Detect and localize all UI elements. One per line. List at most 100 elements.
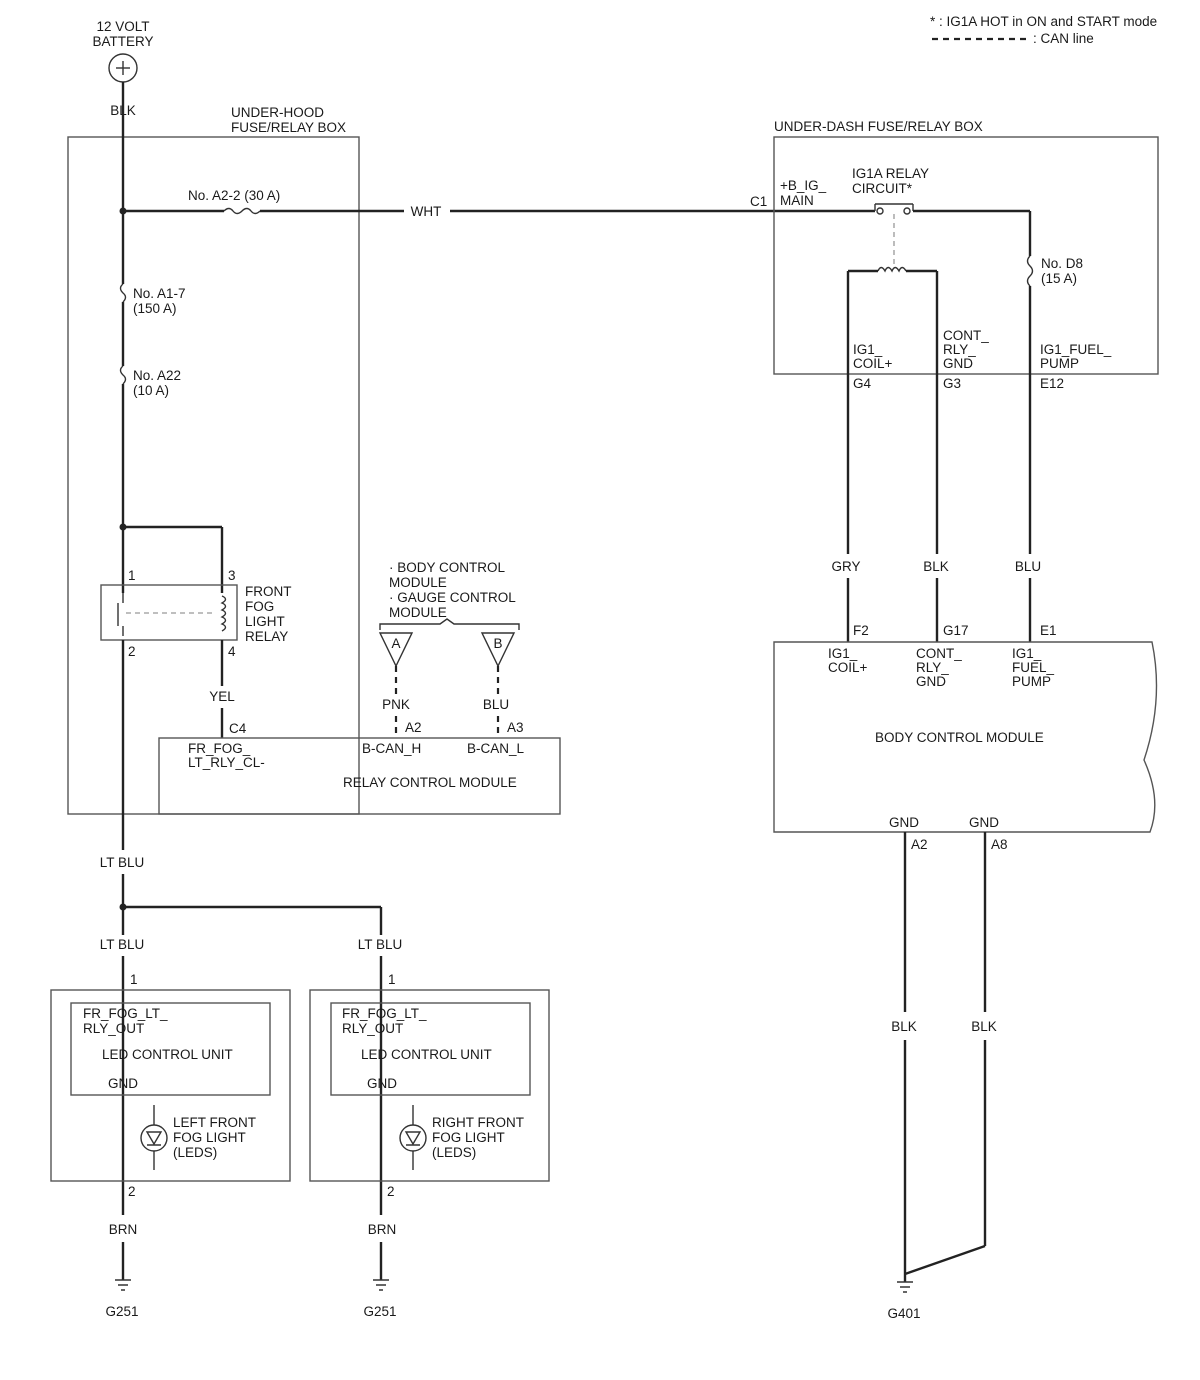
splice-dot bbox=[119, 903, 127, 911]
terminal-label: FUEL_ bbox=[1012, 660, 1055, 675]
terminal-label: GND bbox=[916, 674, 946, 689]
relay-label: CIRCUIT* bbox=[852, 181, 913, 196]
can-module-references: · BODY CONTROL MODULE · GAUGE CONTROL MO… bbox=[378, 560, 520, 668]
body-control-module: F2 G17 E1 IG1_ COIL+ CONT_ RLY_ GND IG1_… bbox=[773, 623, 1158, 852]
led-control-unit-box bbox=[330, 1002, 531, 1096]
left-front-fog-light: 1 FR_FOG_LT_ RLY_OUT LED CONTROL UNIT GN… bbox=[50, 972, 291, 1319]
fog-light-label: (LEDS) bbox=[432, 1145, 476, 1160]
battery-label: BATTERY bbox=[92, 34, 153, 49]
terminal-label: IG1_ bbox=[828, 646, 858, 661]
connector-b-icon bbox=[480, 632, 516, 668]
underhood-fuse-relay-box: UNDER-HOOD FUSE/RELAY BOX bbox=[67, 105, 360, 815]
fuse-label: No. A1-7 bbox=[133, 286, 186, 301]
connector-pin: A2 bbox=[405, 720, 422, 735]
relay-label: IG1A RELAY bbox=[852, 166, 929, 181]
connector-pin: 2 bbox=[128, 1184, 136, 1199]
connector-a-label: A bbox=[391, 636, 400, 651]
fuse-label: (15 A) bbox=[1041, 271, 1077, 286]
fuse-label: No. D8 bbox=[1041, 256, 1083, 271]
relay-box bbox=[100, 584, 238, 641]
wire-color-label: BLU bbox=[1015, 559, 1041, 574]
wire-color-label: BRN bbox=[109, 1222, 138, 1237]
fuse-icon bbox=[119, 283, 127, 303]
wire-color-label: BLU bbox=[483, 697, 509, 712]
terminal-label: FR_FOG_ bbox=[188, 741, 251, 756]
wire-color-label: LT BLU bbox=[100, 937, 145, 952]
terminal-label: RLY_OUT bbox=[342, 1021, 403, 1036]
terminal-label: FR_FOG_LT_ bbox=[83, 1006, 168, 1021]
fog-light-label: LEFT FRONT bbox=[173, 1115, 256, 1130]
terminal-label: IG1_ bbox=[1012, 646, 1042, 661]
led-control-unit-label: LED CONTROL UNIT bbox=[361, 1047, 492, 1062]
connector-pin: E12 bbox=[1040, 376, 1064, 391]
can-module-label: · BODY CONTROL bbox=[389, 560, 506, 575]
connector-pin: A2 bbox=[911, 837, 928, 852]
module-name: BODY CONTROL MODULE bbox=[875, 730, 1044, 745]
legend-can-label: : CAN line bbox=[1033, 31, 1094, 46]
front-fog-light-relay: 1 3 2 4 FRONT FOG LIGHT RELAY bbox=[100, 568, 292, 659]
connector-pin: G17 bbox=[943, 623, 969, 638]
underhood-box-title: FUSE/RELAY BOX bbox=[231, 120, 346, 135]
connector-pin: 1 bbox=[130, 972, 138, 987]
terminal-label: LT_RLY_CL- bbox=[188, 755, 265, 770]
wire-color-label: LT BLU bbox=[358, 937, 403, 952]
terminal-label: FR_FOG_LT_ bbox=[342, 1006, 427, 1021]
can-module-label: · GAUGE CONTROL bbox=[389, 590, 516, 605]
fuse-icon bbox=[1026, 255, 1034, 287]
battery-label: 12 VOLT bbox=[96, 19, 149, 34]
fog-light-label: FOG LIGHT bbox=[432, 1130, 505, 1145]
wire-color-label: YEL bbox=[209, 689, 235, 704]
fuse-label: No. A2-2 (30 A) bbox=[188, 188, 280, 203]
fuse-label: (150 A) bbox=[133, 301, 177, 316]
terminal-label: PUMP bbox=[1012, 674, 1051, 689]
terminal-label: B-CAN_L bbox=[467, 741, 525, 756]
can-module-label: MODULE bbox=[389, 605, 447, 620]
relay-label: FRONT bbox=[245, 584, 292, 599]
legend-ig1a-note: * : IG1A HOT in ON and START mode bbox=[930, 14, 1157, 29]
relay-control-module: C4 A2 A3 FR_FOG_ LT_RLY_CL- B-CAN_H B-CA… bbox=[158, 720, 561, 815]
relay-pin: 4 bbox=[228, 644, 236, 659]
led-icon bbox=[399, 1124, 427, 1152]
terminal-label: B-CAN_H bbox=[362, 741, 421, 756]
bracket-line bbox=[379, 618, 520, 630]
terminal-label: RLY_OUT bbox=[83, 1021, 144, 1036]
wire-color-label: PNK bbox=[382, 697, 410, 712]
ground-icon bbox=[897, 1281, 913, 1293]
wire-color-label: GRY bbox=[831, 559, 860, 574]
fog-light-housing bbox=[50, 989, 291, 1182]
connector-pin: F2 bbox=[853, 623, 869, 638]
underhood-box-title: UNDER-HOOD bbox=[231, 105, 324, 120]
terminal-label: GND bbox=[889, 815, 919, 830]
right-front-fog-light: 1 FR_FOG_LT_ RLY_OUT LED CONTROL UNIT GN… bbox=[309, 972, 550, 1319]
connector-pin: C1 bbox=[750, 194, 767, 209]
relay-control-module-box bbox=[158, 737, 561, 815]
wire-color-label: BLK bbox=[891, 1019, 917, 1034]
wire-color-label: LT BLU bbox=[100, 855, 145, 870]
led-control-unit-box bbox=[70, 1002, 271, 1096]
wire-color-label: BRN bbox=[368, 1222, 397, 1237]
connector-pin: 2 bbox=[387, 1184, 395, 1199]
terminal-label: GND bbox=[108, 1076, 138, 1091]
relay-label: LIGHT bbox=[245, 614, 285, 629]
terminal-label: CONT_ bbox=[916, 646, 962, 661]
ground-icon bbox=[115, 1279, 131, 1291]
connector-pin: E1 bbox=[1040, 623, 1057, 638]
relay-label: RELAY bbox=[245, 629, 288, 644]
underdash-box-outline bbox=[773, 136, 1159, 375]
connector-pin: G4 bbox=[853, 376, 872, 391]
led-control-unit-label: LED CONTROL UNIT bbox=[102, 1047, 233, 1062]
relay-pin: 2 bbox=[128, 644, 136, 659]
terminal-label: IG1_FUEL_ bbox=[1040, 342, 1112, 357]
terminal-label: GND bbox=[367, 1076, 397, 1091]
relay-coil-icon bbox=[220, 595, 227, 632]
ground-label: G251 bbox=[105, 1304, 138, 1319]
relay-switch-icon bbox=[117, 593, 124, 636]
underhood-box-outline bbox=[67, 136, 360, 815]
relay-pin: 1 bbox=[128, 568, 136, 583]
ground-label: G251 bbox=[363, 1304, 396, 1319]
can-module-label: MODULE bbox=[389, 575, 447, 590]
terminal-label: GND bbox=[969, 815, 999, 830]
terminal-label: COIL+ bbox=[853, 356, 893, 371]
fog-light-label: (LEDS) bbox=[173, 1145, 217, 1160]
